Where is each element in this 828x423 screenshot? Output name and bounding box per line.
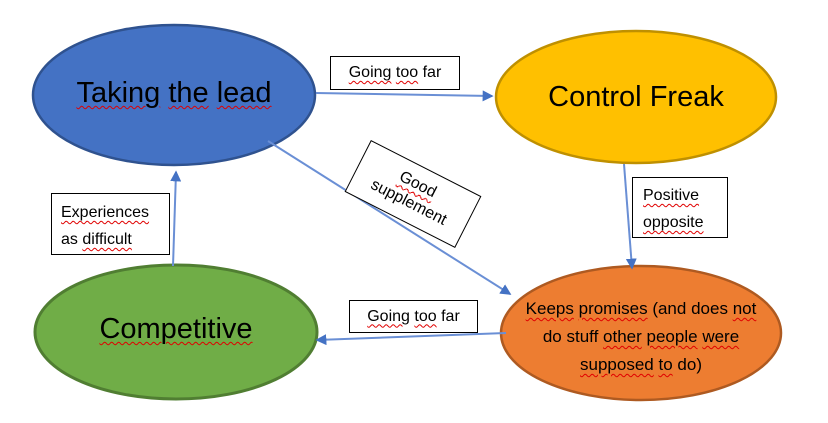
arrow-competitive-to-taking-lead — [170, 170, 182, 267]
node-control-freak-shape — [494, 29, 778, 165]
node-taking-the-lead-label: Taking the lead — [76, 77, 272, 109]
arrow-keeps-promises-to-competitive — [315, 332, 507, 346]
node-competitive-shape — [33, 263, 319, 401]
connector-label-going-too-far-top: Going too far — [330, 56, 460, 90]
arrow-taking-lead-to-keeps-promises — [267, 140, 512, 295]
node-control-freak-label: Control Freak — [548, 81, 724, 113]
node-taking-the-lead-shape — [31, 23, 317, 167]
connector-label-going-too-far-bottom: Going too far — [349, 300, 478, 333]
arrow-control-freak-to-keeps-promises — [623, 163, 637, 270]
node-competitive-label: Competitive — [99, 313, 253, 345]
arrow-taking-lead-to-control-freak — [315, 90, 494, 102]
